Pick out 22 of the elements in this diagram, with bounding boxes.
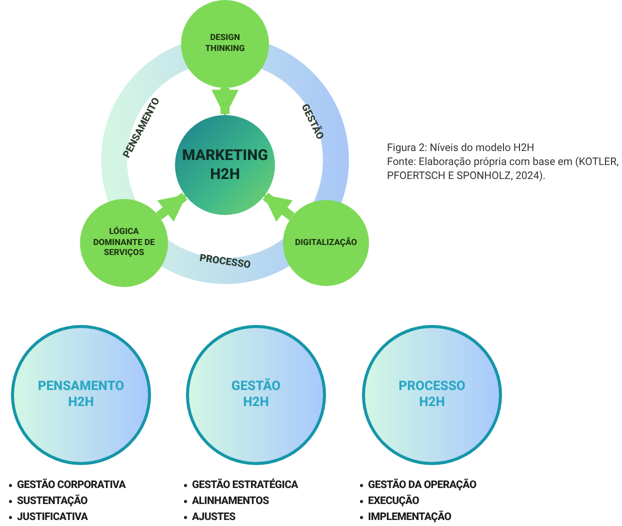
circle-label: MARKETING H2H <box>181 146 269 184</box>
bullet-item: GESTÃO ESTRATÉGICA <box>192 477 298 493</box>
arrow <box>212 88 238 117</box>
circle-label: GESTÃO H2H <box>230 378 282 412</box>
bullet-item: GESTÃO CORPORATIVA <box>17 477 126 493</box>
bullet-item: EXECUÇÃO <box>368 493 420 509</box>
circle-label: PENSAMENTO H2H <box>36 378 126 412</box>
bullet-item: AJUSTES <box>192 509 236 525</box>
bullet-item: SUSTENTAÇÃO <box>17 493 88 509</box>
arrow <box>156 192 188 222</box>
bullet-item: IMPLEMENTAÇÃO <box>368 509 452 525</box>
figure-caption: Figura 2: Níveis do modelo H2H <box>387 141 536 155</box>
circle-label: LÓGICA DOMINANTE DE SERVIÇOS <box>92 227 156 259</box>
arrow <box>262 192 295 222</box>
bullet-item: JUSTIFICATIVA <box>17 509 88 525</box>
bullet-item: ALINHAMENTOS <box>192 493 269 509</box>
circle-label: PROCESSO H2H <box>398 378 466 412</box>
circle-label: DIGITALIZAÇÃO <box>294 238 358 248</box>
bullet-item: GESTÃO DA OPERAÇÃO <box>368 477 476 493</box>
ring-label: PROCESSO <box>198 252 252 273</box>
source-note: Fonte: Elaboração própria com base em (KOTLER, PFOERTSCH E SPONHOLZ, 2024). <box>387 155 620 183</box>
circle-label: DESIGN THINKING <box>204 33 246 55</box>
